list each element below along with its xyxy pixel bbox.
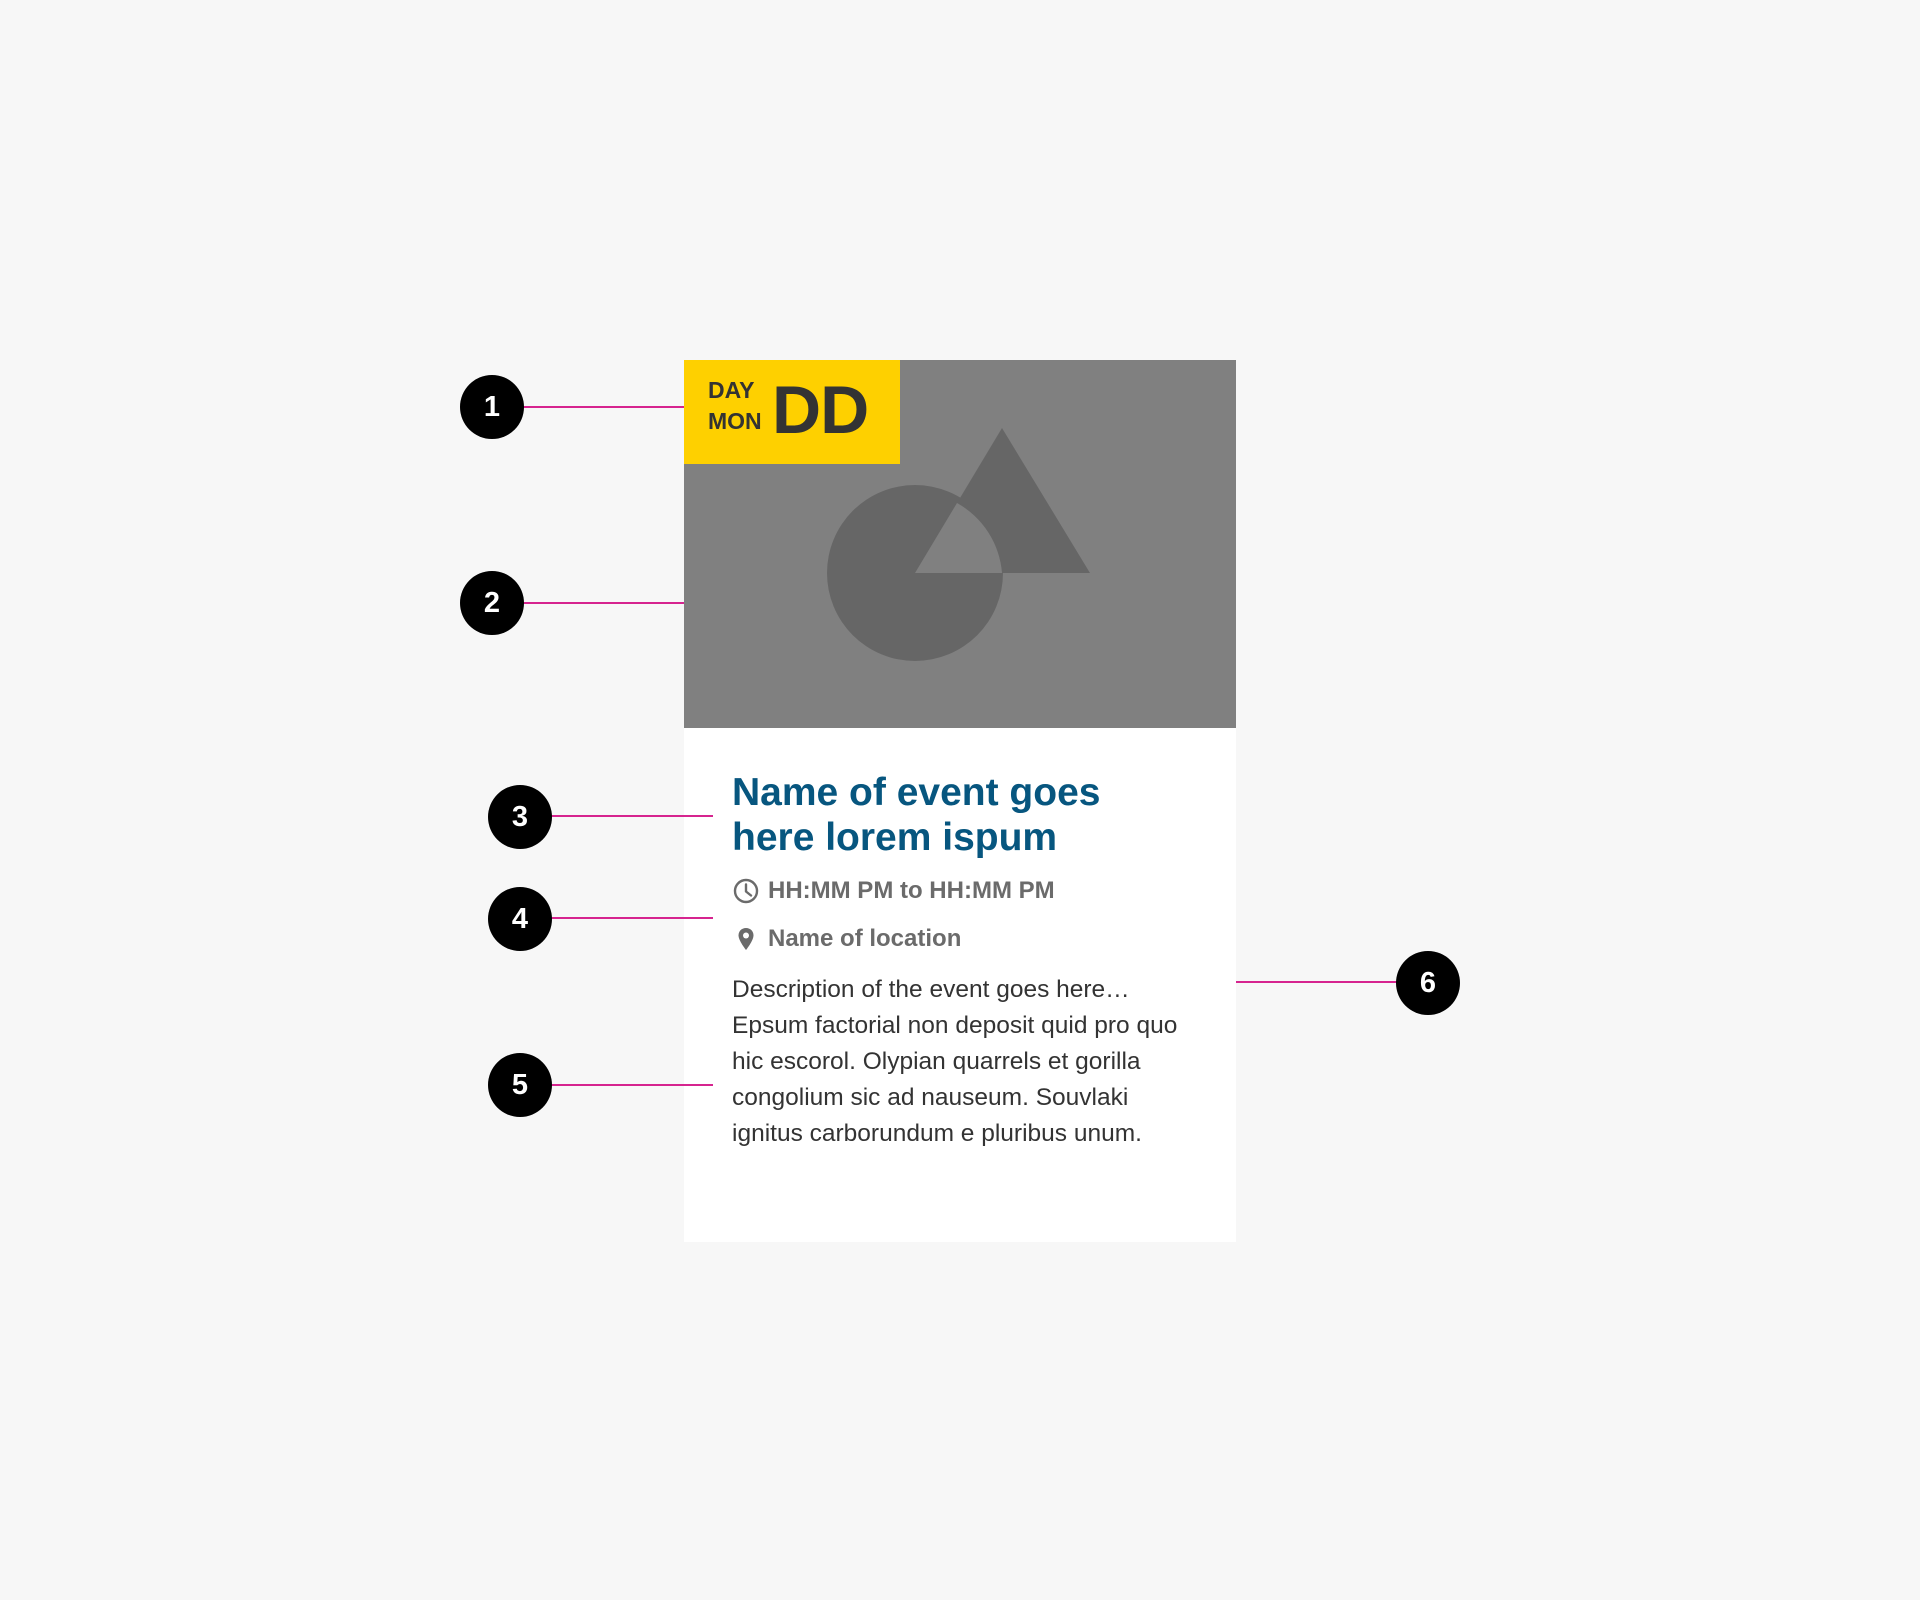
callout-line-5 — [550, 1084, 713, 1086]
callout-line-3 — [550, 815, 713, 817]
clock-icon — [732, 877, 760, 905]
callout-marker-2: 2 — [460, 571, 524, 635]
callout-marker-3: 3 — [488, 785, 552, 849]
callout-marker-4: 4 — [488, 887, 552, 951]
event-location-text: Name of location — [768, 925, 962, 952]
card-body: Name of event goes here lorem ispum HH:M… — [732, 770, 1202, 1152]
location-pin-icon — [732, 925, 760, 953]
callout-line-4 — [550, 917, 713, 919]
date-month: MON — [708, 408, 762, 434]
callout-line-6 — [1236, 981, 1398, 983]
event-time: HH:MM PM to HH:MM PM — [732, 876, 1202, 906]
event-title-link[interactable]: Name of event goes here lorem ispum — [732, 771, 1101, 859]
event-time-text: HH:MM PM to HH:MM PM — [768, 877, 1055, 904]
date-badge: DAY MON DD — [684, 360, 900, 464]
date-weekday: DAY — [708, 377, 755, 403]
callout-marker-6: 6 — [1396, 951, 1460, 1015]
callout-line-1 — [522, 406, 684, 408]
callout-line-2 — [522, 602, 684, 604]
date-day: DD — [772, 372, 869, 448]
event-card[interactable]: DAY MON DD Name of event goes here lorem… — [684, 360, 1236, 1242]
event-location: Name of location — [732, 924, 1202, 954]
callout-marker-1: 1 — [460, 375, 524, 439]
callout-marker-5: 5 — [488, 1053, 552, 1117]
image-placeholder-icon — [827, 428, 1090, 661]
event-image: DAY MON DD — [684, 360, 1236, 728]
event-description: Description of the event goes here… Epsu… — [732, 976, 1178, 1147]
